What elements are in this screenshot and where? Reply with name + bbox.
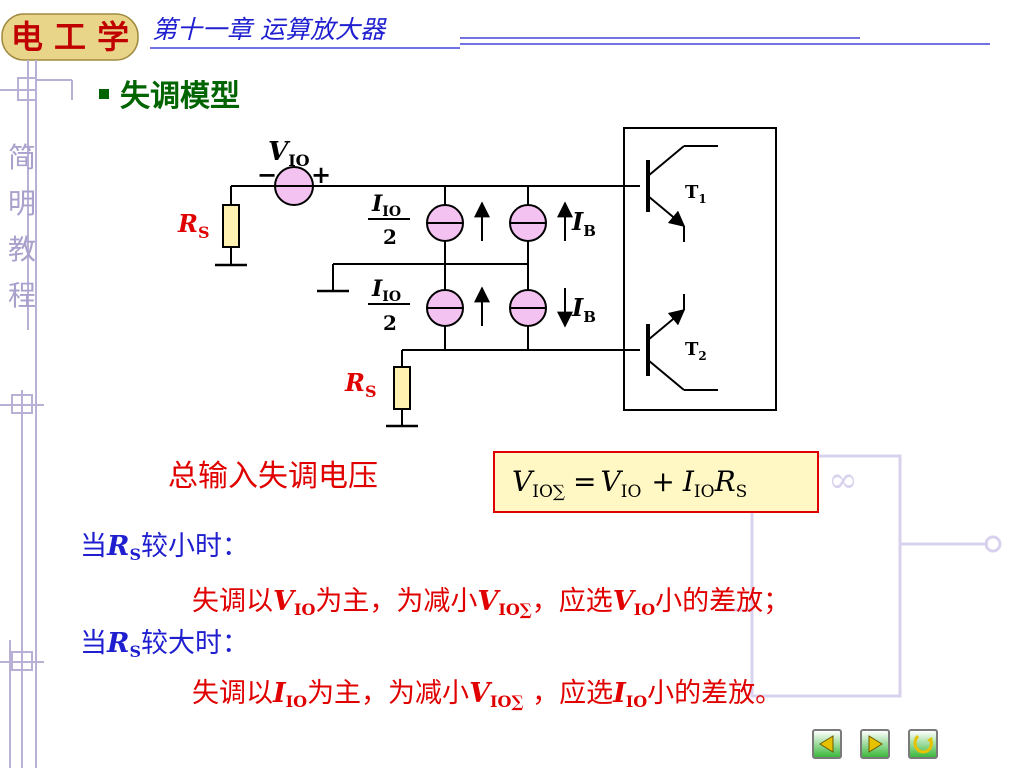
vertical-char-3: 教 (8, 233, 36, 266)
label-t1: T1 (685, 182, 707, 206)
label-t2: T2 (685, 339, 707, 363)
transistor-t1-collector (647, 145, 685, 177)
note-small-rs-heading: 当RS较小时： (80, 531, 250, 564)
label-iio-bottom-numerator: IIO (371, 276, 401, 305)
prev-slide-button[interactable] (812, 729, 842, 759)
label-iio-bottom-denominator: 2 (383, 311, 397, 335)
vertical-char-2: 明 (8, 187, 36, 220)
label-rs-bottom: RS (344, 368, 377, 401)
note-large-rs-heading: 当RS较大时： (80, 628, 250, 661)
logo-badge (1, 13, 139, 61)
label-rs-top: RS (177, 209, 210, 242)
vertical-char-1: 简 (8, 141, 36, 174)
header: 电 工 学 第十一章 运算放大器 (1, 13, 990, 61)
section-title: 失调模型 (120, 79, 240, 114)
circuit-labels: VIO − + RS RS IIO 2 IIO 2 IB IB T1 T2 (177, 137, 707, 401)
transistor-t1-emitter (647, 195, 686, 228)
infinity-symbol: ∞ (828, 460, 858, 501)
next-slide-button[interactable] (860, 729, 890, 759)
sidebar-vertical-label: 简 明 教 程 (8, 141, 36, 312)
note-large-rs-detail: 失调以IIO为主，为减小VIO∑ ，应选IIO小的差放。 (192, 678, 783, 711)
resistor-rs-top (222, 204, 240, 248)
note-small-rs-detail: 失调以VIO为主，为减小VIO∑，应选VIO小的差放； (192, 586, 791, 619)
logo-text: 电 工 学 (11, 18, 129, 56)
bullet-square-icon (99, 89, 109, 99)
label-vio: VIO (268, 137, 310, 170)
formula-label: 总输入失调电压 (168, 459, 378, 494)
return-arrow-icon (913, 734, 933, 754)
sidebar-decoration (0, 60, 73, 768)
label-ib-top: IB (571, 207, 596, 240)
label-ib-bottom: IB (571, 293, 596, 326)
offset-model-circuit (215, 127, 777, 428)
formula-equation: VIO∑=VIO+IIORS (512, 465, 747, 502)
resistor-rs-bottom (393, 366, 411, 410)
label-minus: − (257, 160, 277, 189)
vertical-char-4: 程 (8, 279, 36, 312)
chapter-title: 第十一章 运算放大器 (152, 15, 387, 44)
transistor-t2-collector (647, 359, 685, 391)
transistor-box (623, 127, 777, 411)
transistor-t2-emitter (647, 308, 686, 341)
return-button[interactable] (908, 729, 938, 759)
right-arrow-icon (868, 735, 883, 753)
label-iio-top-numerator: IIO (371, 191, 401, 220)
label-plus: + (311, 160, 331, 189)
formula-box (493, 451, 819, 513)
background-decoration: ∞ (720, 454, 1002, 698)
label-iio-top-denominator: 2 (383, 225, 397, 249)
left-arrow-icon (819, 735, 834, 753)
